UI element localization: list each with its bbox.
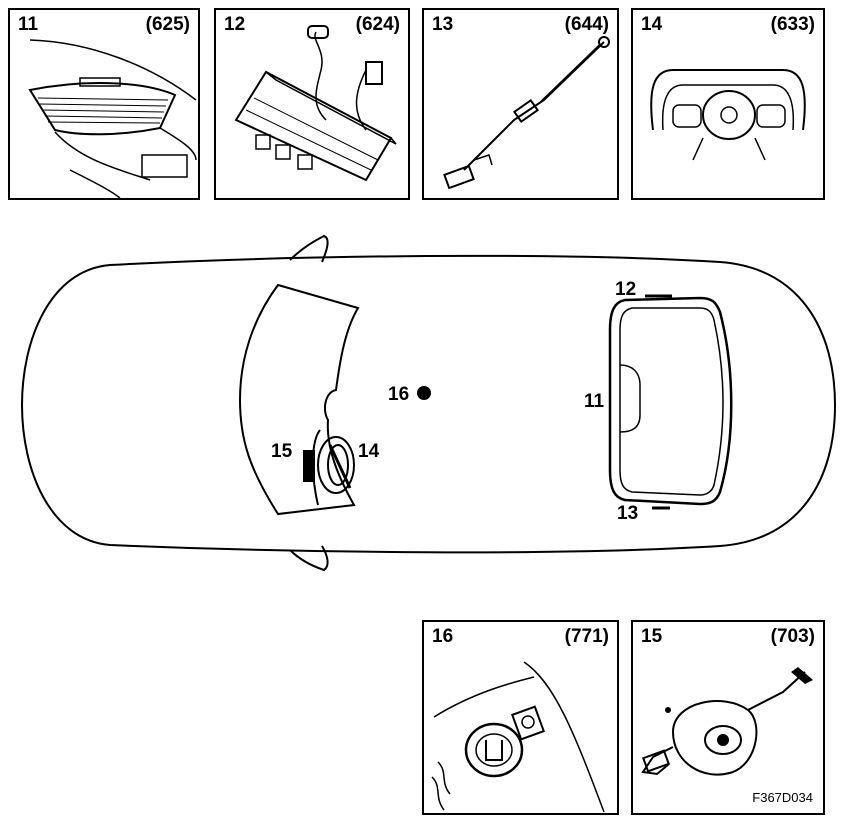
panel-code: (624) xyxy=(355,14,400,35)
callout-16: 16 xyxy=(388,384,410,405)
point-16-marker xyxy=(417,386,431,400)
callout-14: 14 xyxy=(358,441,380,462)
panel-13-antenna-cable: 13 (644) xyxy=(422,8,619,200)
panel-15-ignition-switch: 15 (703) F367D034 xyxy=(631,620,825,815)
steering-wheel-illustration xyxy=(650,69,806,161)
figure-code: F367D034 xyxy=(752,790,813,805)
panel-number: 14 xyxy=(641,14,663,35)
car-body-outline xyxy=(20,254,837,554)
panel-code: (703) xyxy=(770,626,815,647)
panel-number: 16 xyxy=(432,626,454,647)
panel-12-amplifier: 12 (624) xyxy=(214,8,410,200)
panel-number: 15 xyxy=(641,626,663,647)
right-mirror xyxy=(289,545,329,572)
steering-wheel xyxy=(317,436,355,494)
left-mirror xyxy=(289,234,329,263)
antenna-cable-illustration xyxy=(443,36,610,190)
amplifier-illustration xyxy=(234,25,397,182)
rear-window xyxy=(608,296,733,506)
callout-11: 11 xyxy=(584,391,605,412)
panel-number: 11 xyxy=(18,14,39,35)
windshield xyxy=(238,283,360,516)
rear-window-illustration xyxy=(28,39,197,198)
panel-code: (625) xyxy=(145,14,190,35)
panel-code: (771) xyxy=(564,626,609,647)
callout-13: 13 xyxy=(617,503,639,524)
callout-15: 15 xyxy=(271,441,293,462)
panel-number: 13 xyxy=(432,14,454,35)
panel-11-rear-window: 11 (625) xyxy=(8,8,200,200)
callout-12: 12 xyxy=(615,279,637,300)
panel-number: 12 xyxy=(224,14,246,35)
socket-illustration xyxy=(431,661,605,813)
panel-16-socket: 16 (771) xyxy=(422,620,619,815)
panel-14-steering-wheel: 14 (633) xyxy=(631,8,825,200)
panel-code: (644) xyxy=(564,14,609,35)
ignition-switch xyxy=(303,450,315,482)
panel-code: (633) xyxy=(770,14,815,35)
ignition-switch-illustration xyxy=(641,667,813,776)
